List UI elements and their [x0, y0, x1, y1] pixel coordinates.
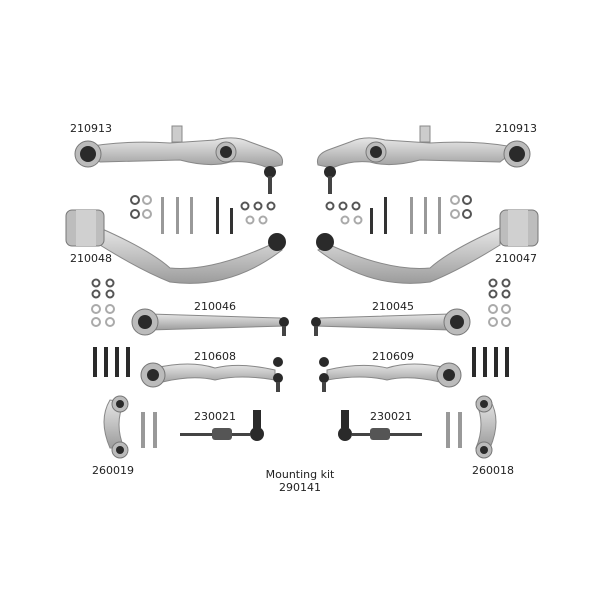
hardware-left-upper	[130, 195, 276, 234]
straight-right-control-arm	[311, 308, 471, 336]
part-number-210048: 210048	[70, 252, 112, 265]
part-number-210609: 210609	[372, 350, 414, 363]
part-number-210913-left: 210913	[70, 122, 112, 135]
mounting-kit-label: Mounting kit 290141	[255, 468, 345, 494]
hardware-right-upper	[325, 195, 472, 234]
hardware-right-middle	[488, 278, 511, 327]
part-number-210047: 210047	[495, 252, 537, 265]
part-number-210046: 210046	[194, 300, 236, 313]
wavy-right-control-arm	[319, 357, 462, 392]
tie-rod-right	[338, 410, 422, 441]
part-number-260019: 260019	[92, 464, 134, 477]
curved-right-control-arm	[316, 209, 539, 284]
wavy-left-control-arm	[140, 357, 283, 392]
long-bolts-left	[93, 347, 130, 377]
long-bolts-right	[472, 347, 509, 377]
stabilizer-link-left	[103, 395, 157, 459]
part-number-210913-right: 210913	[495, 122, 537, 135]
tie-rod-left	[180, 410, 264, 441]
part-number-210045: 210045	[372, 300, 414, 313]
part-number-230021-left: 230021	[194, 410, 236, 423]
upper-right-control-arm	[317, 125, 531, 194]
part-number-230021-right: 230021	[370, 410, 412, 423]
part-number-210608: 210608	[194, 350, 236, 363]
stabilizer-link-right	[446, 395, 497, 459]
part-number-260018: 260018	[472, 464, 514, 477]
upper-left-control-arm	[74, 125, 283, 194]
mounting-kit-number: 290141	[279, 481, 321, 494]
mounting-kit-title: Mounting kit	[265, 468, 335, 481]
curved-left-control-arm	[65, 209, 286, 284]
straight-left-control-arm	[131, 308, 289, 336]
hardware-left-middle	[91, 278, 115, 327]
